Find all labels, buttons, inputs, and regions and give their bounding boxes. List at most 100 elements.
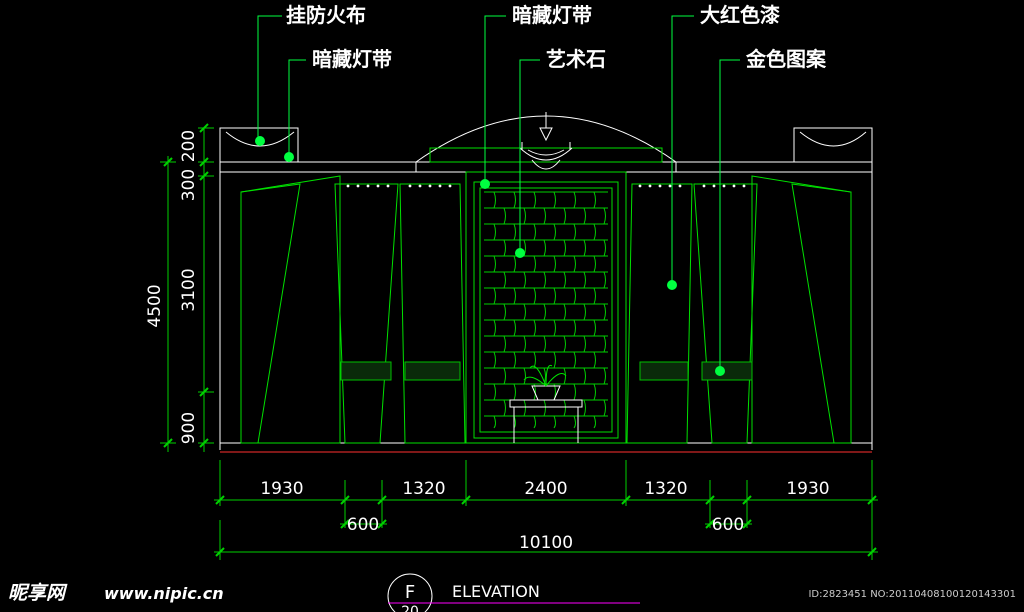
stone-joint (583, 335, 586, 353)
stone-joint (593, 383, 596, 401)
stone-joint (583, 271, 586, 289)
leaders (257, 15, 740, 371)
stone-joint (533, 383, 536, 401)
stone-joint (563, 271, 566, 289)
stone-joint (533, 223, 536, 241)
potted-plant-icon (523, 364, 567, 387)
dim-width-1: 1930 (260, 479, 303, 499)
stone-joint (493, 191, 496, 209)
stone-joint (573, 287, 576, 305)
stone-joint (523, 399, 526, 417)
stone-joint (573, 255, 576, 273)
stone-joint (593, 287, 596, 305)
stone-joint (493, 415, 496, 429)
console-table-icon (509, 385, 583, 443)
stone-joint (503, 303, 506, 321)
stone-joint (493, 383, 496, 401)
stone-joint (583, 239, 586, 257)
stone-joint (513, 383, 516, 401)
stone-joint (513, 223, 516, 241)
stone-joint (543, 399, 546, 417)
stone-joint (503, 335, 506, 353)
gold-pattern-bands (340, 361, 753, 381)
stone-joint (533, 287, 536, 305)
stone-joint (563, 303, 566, 321)
leader-dots (255, 136, 725, 376)
stone-joint (553, 415, 556, 429)
stone-joint (573, 191, 576, 209)
stone-joint (523, 207, 526, 225)
stone-joint (553, 319, 556, 337)
green-structure (240, 147, 852, 444)
stone-joint (503, 207, 506, 225)
dimension-ticks (163, 123, 877, 557)
stone-joint (553, 191, 556, 209)
stone-joint (573, 319, 576, 337)
title-block: F 20 ELEVATION (387, 573, 640, 612)
stone-joint (563, 239, 566, 257)
stone-joint (523, 367, 526, 385)
stone-joint (583, 207, 586, 225)
stone-joint (513, 351, 516, 369)
stone-joint (503, 271, 506, 289)
title-letter: F (405, 582, 415, 603)
stone-joint (543, 303, 546, 321)
watermark-site: www.nipic.cn (104, 584, 224, 603)
dim-width-2: 1320 (402, 479, 445, 499)
stone-joint (543, 335, 546, 353)
watermark-id: ID:2823451 NO:20110408100120143301 (808, 589, 1016, 600)
stone-joint (603, 399, 606, 417)
stone-joint (603, 303, 606, 321)
stone-joint (513, 319, 516, 337)
annotation-hang-fireproof-cloth: 挂防火布 (286, 3, 366, 27)
dim-mid-right: 600 (712, 515, 744, 535)
stone-joint (533, 255, 536, 273)
stone-joint (523, 303, 526, 321)
stone-joint (573, 351, 576, 369)
stone-joint (563, 207, 566, 225)
stone-joint (573, 223, 576, 241)
stone-joint (603, 367, 606, 385)
art-stone-wall (484, 191, 608, 429)
annotation-art-stone: 艺术石 (546, 47, 606, 71)
stone-joint (513, 255, 516, 273)
dim-height-1: 200 (179, 130, 199, 162)
dimension-lines (160, 127, 878, 560)
stone-joint (603, 207, 606, 225)
stone-joint (523, 271, 526, 289)
stone-joint (593, 351, 596, 369)
dim-width-4: 1320 (644, 479, 687, 499)
stone-joint (533, 319, 536, 337)
stone-joint (603, 239, 606, 257)
stone-joint (593, 223, 596, 241)
stone-joint (573, 383, 576, 401)
dim-mid-left: 600 (347, 515, 379, 535)
chandelier-icon (519, 112, 573, 170)
stone-joint (503, 239, 506, 257)
stone-joint (583, 367, 586, 385)
stone-joint (553, 351, 556, 369)
title-elevation: ELEVATION (452, 582, 540, 601)
stone-joint (553, 223, 556, 241)
stone-joint (563, 399, 566, 417)
stone-joint (493, 223, 496, 241)
stone-joint (563, 335, 566, 353)
stone-joint (523, 335, 526, 353)
stone-joint (503, 367, 506, 385)
stone-joint (533, 415, 536, 429)
watermark-logo: 昵享网 (8, 582, 68, 604)
stone-joint (533, 191, 536, 209)
stone-joint (493, 255, 496, 273)
title-number: 20 (401, 604, 419, 612)
stone-joint (493, 319, 496, 337)
stone-joint (493, 351, 496, 369)
stone-joint (503, 399, 506, 417)
dim-height-4: 900 (179, 412, 199, 444)
stone-joint (603, 271, 606, 289)
stone-joint (553, 287, 556, 305)
stone-joint (573, 415, 576, 429)
dim-height-2: 300 (179, 169, 199, 201)
stone-joint (593, 415, 596, 429)
stone-joint (513, 287, 516, 305)
stone-joint (543, 239, 546, 257)
